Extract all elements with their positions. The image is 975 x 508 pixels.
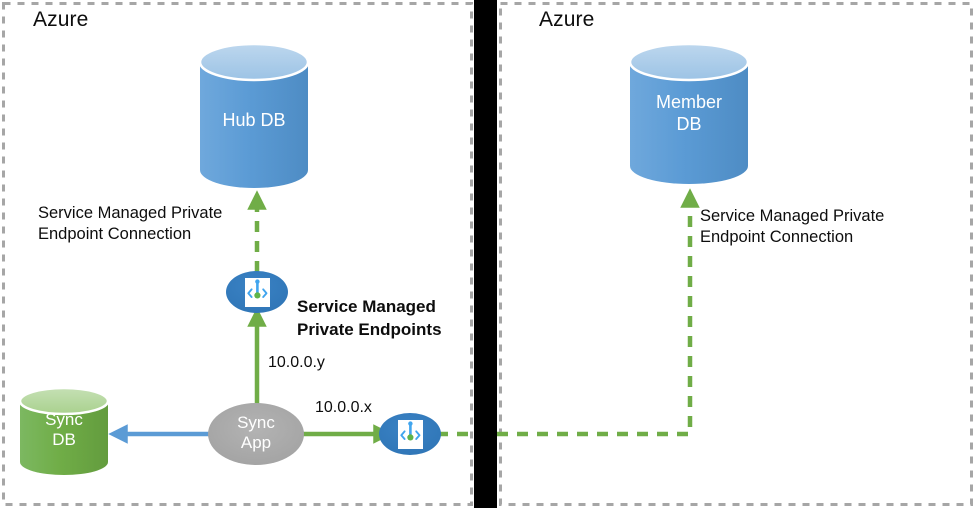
panel-left-label: Azure [33,8,89,31]
connection-member-dashed [437,188,700,437]
ip-member-label: 10.0.0.x [315,399,372,416]
node-sync-app [208,403,304,465]
region-divider-bar [474,0,497,508]
panel-right-label: Azure [539,8,595,31]
service-managed-private-endpoints-label: Service Managed Private Endpoints [297,297,442,339]
hub-connection-label: Service Managed Private Endpoint Connect… [38,204,223,244]
private-endpoint-icon [247,279,268,299]
member-connection-label: Service Managed Private Endpoint Connect… [700,207,885,247]
node-hub-db [198,42,310,188]
private-endpoint-icon [400,421,421,441]
node-endpoint-member [379,413,441,455]
node-sync-db [18,386,110,475]
ip-hub-label: 10.0.0.y [268,354,325,371]
node-member-db [628,42,750,184]
node-endpoint-hub [226,271,288,313]
